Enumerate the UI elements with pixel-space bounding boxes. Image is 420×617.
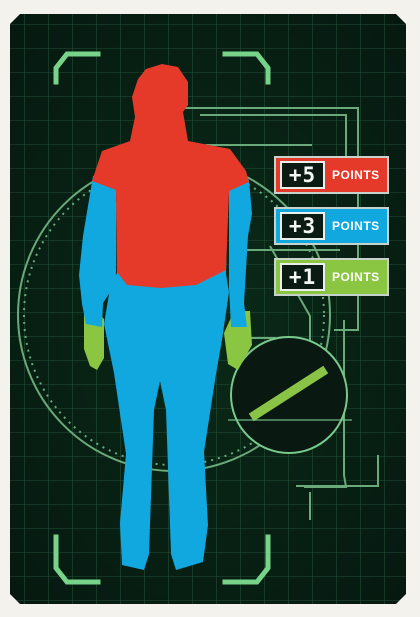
score-legend-five: +5 POINTS <box>274 156 389 194</box>
score-three: +3 <box>280 212 325 240</box>
points-label-five: POINTS <box>332 168 380 182</box>
score-one: +1 <box>280 263 325 291</box>
score-five: +5 <box>280 161 325 189</box>
score-legend-three: +3 POINTS <box>274 207 389 245</box>
points-label-three: POINTS <box>332 219 380 233</box>
points-label-one: POINTS <box>332 270 380 284</box>
score-legend-one: +1 POINTS <box>274 258 389 296</box>
